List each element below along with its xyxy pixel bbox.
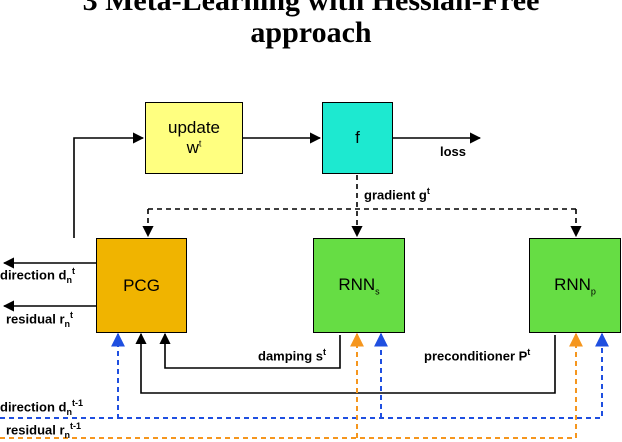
gradient-label: gradient gt bbox=[364, 186, 430, 203]
rnn-p-label: RNNp bbox=[554, 274, 596, 297]
residual-out-label: residual rnt bbox=[6, 310, 74, 329]
arrow-preconditioner-to-pcg bbox=[135, 332, 556, 394]
update-label: update bbox=[168, 118, 220, 137]
rnn-s-label: RNNs bbox=[338, 274, 380, 297]
rnn-s-box: RNNs bbox=[313, 238, 405, 333]
pcg-label: PCG bbox=[123, 275, 160, 295]
direction-prev-label: direction dnt-1 bbox=[0, 398, 83, 417]
section-heading-line-2: approach bbox=[250, 16, 372, 49]
update-weight-label: wt bbox=[186, 138, 202, 157]
arrow-damping-to-pcg bbox=[159, 332, 341, 369]
direction-out-label: direction dnt bbox=[0, 266, 75, 285]
feedback-residual-orange bbox=[0, 332, 583, 439]
update-box: update wt bbox=[145, 102, 243, 174]
f-label: f bbox=[355, 128, 360, 147]
f-box: f bbox=[322, 102, 393, 174]
preconditioner-label: preconditioner Pt bbox=[424, 347, 531, 364]
pcg-box: PCG bbox=[96, 238, 187, 333]
arrow-pcg-to-update bbox=[73, 132, 145, 238]
rnn-p-box: RNNp bbox=[529, 238, 621, 333]
section-heading-line-1: 3 Meta-Learning with Hessian-Free bbox=[82, 0, 540, 17]
damping-label: damping st bbox=[258, 347, 327, 364]
loss-label: loss bbox=[440, 144, 467, 159]
feedback-direction-blue-spine bbox=[118, 332, 609, 419]
residual-prev-label: residual rnt-1 bbox=[6, 421, 82, 440]
